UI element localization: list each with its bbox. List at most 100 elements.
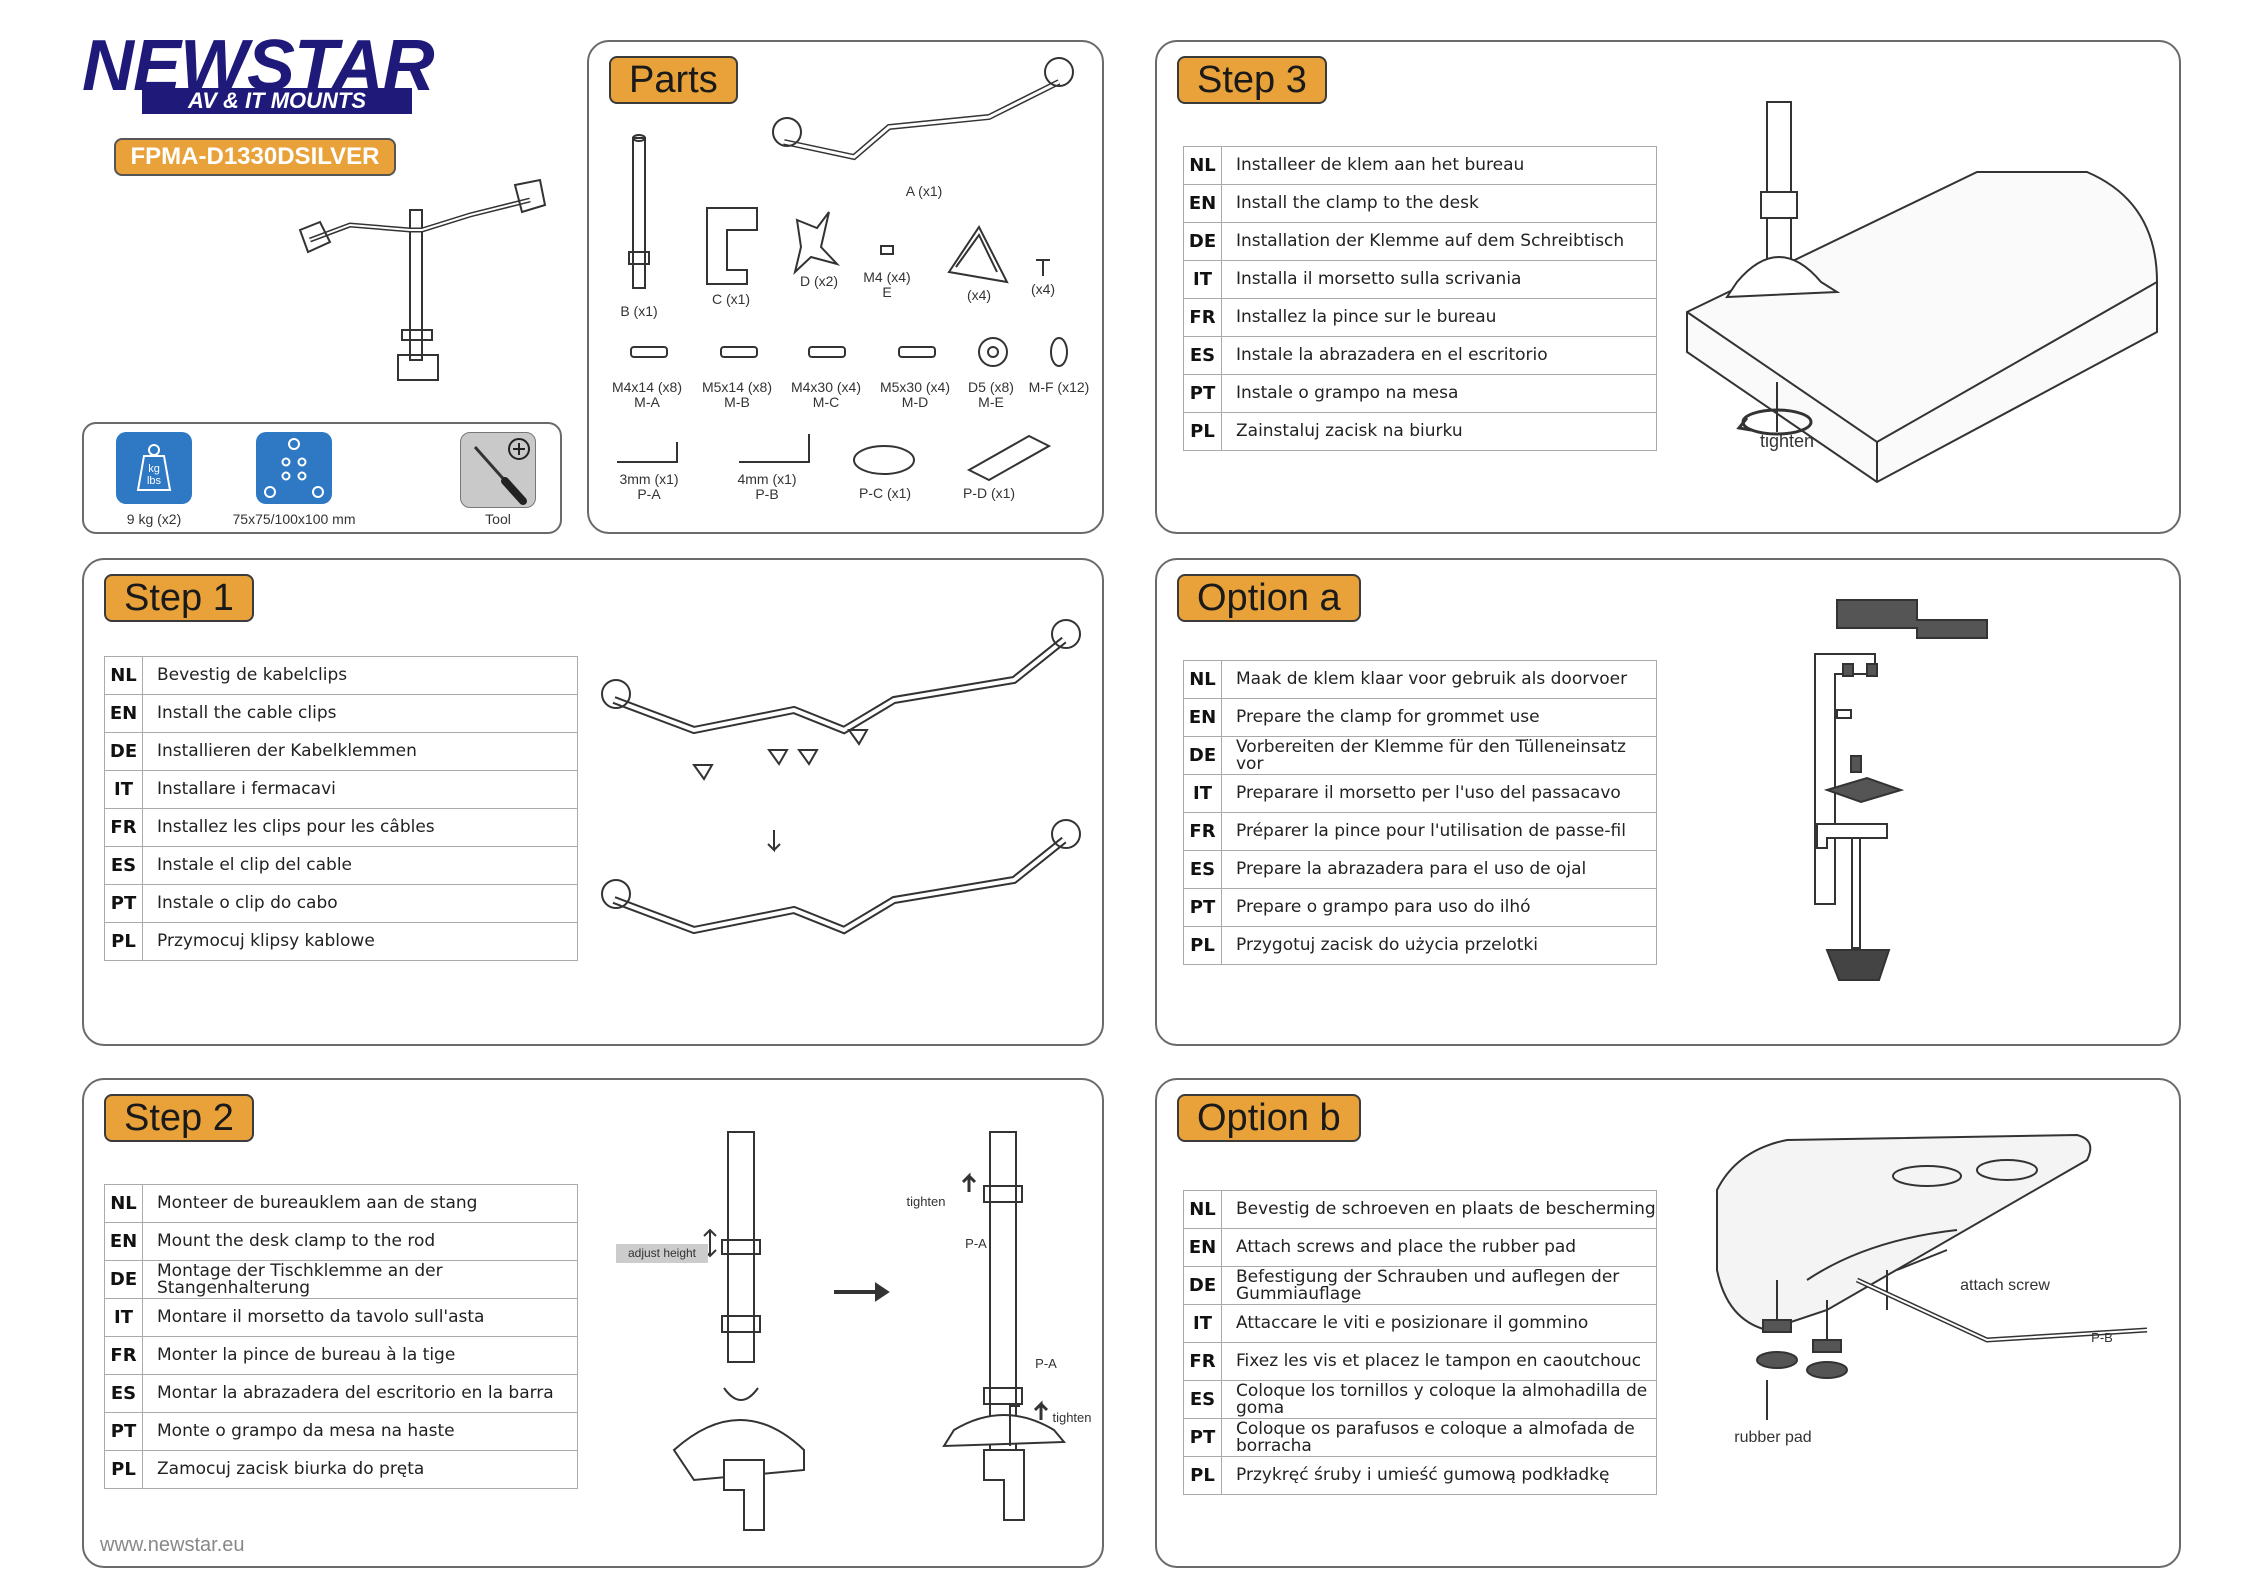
language-code: DE bbox=[1183, 1266, 1222, 1305]
language-code: IT bbox=[104, 770, 143, 809]
model-badge: FPMA-D1330DSILVER bbox=[114, 138, 396, 176]
instruction-text: Install the cable clips bbox=[142, 694, 578, 733]
language-code: PT bbox=[104, 1412, 143, 1451]
language-code: FR bbox=[1183, 298, 1222, 337]
part-pb-qty: 4mm (x1) bbox=[737, 471, 797, 487]
instruction-text: Instale el clip del cable bbox=[142, 846, 578, 885]
instruction-text: Befestigung der Schrauben und auflegen d… bbox=[1221, 1266, 1657, 1305]
instruction-text: Installieren der Kabelklemmen bbox=[142, 732, 578, 771]
part-pa-qty: 3mm (x1) bbox=[619, 471, 679, 487]
instruction-text: Mount the desk clamp to the rod bbox=[142, 1222, 578, 1261]
language-code: FR bbox=[104, 808, 143, 847]
language-code: FR bbox=[104, 1336, 143, 1375]
part-ma-label: M-A bbox=[634, 394, 660, 410]
language-code: PL bbox=[104, 1450, 143, 1489]
part-md-label: M-D bbox=[901, 394, 929, 410]
attach-screw-label: attach screw bbox=[1960, 1277, 2050, 1294]
logo-sub: AV & IT MOUNTS bbox=[142, 88, 412, 114]
instruction-text: Installeer de klem aan het bureau bbox=[1221, 146, 1657, 185]
step2-title: Step 2 bbox=[104, 1094, 254, 1142]
instruction-text: Installare i fermacavi bbox=[142, 770, 578, 809]
step3-tighten-label: tighten bbox=[1759, 431, 1815, 451]
svg-text:kg: kg bbox=[148, 463, 160, 475]
part-md-qty: M5x30 (x4) bbox=[879, 379, 951, 395]
language-code: EN bbox=[1183, 184, 1222, 223]
language-code: DE bbox=[104, 732, 143, 771]
instruction-text: Installation der Klemme auf dem Schreibt… bbox=[1221, 222, 1657, 261]
instruction-text: Zainstaluj zacisk na biurku bbox=[1221, 412, 1657, 451]
part-f-label: (x4) bbox=[966, 287, 992, 303]
option-a-illustration bbox=[1814, 599, 1988, 981]
parts-illustrations bbox=[617, 57, 1074, 482]
part-pc-label: P-C (x1) bbox=[858, 485, 912, 501]
language-code: PT bbox=[104, 884, 143, 923]
option-a-title: Option a bbox=[1177, 574, 1361, 622]
instruction-text: Montar la abrazadera del escritorio en l… bbox=[142, 1374, 578, 1413]
language-code: IT bbox=[104, 1298, 143, 1337]
step1-illustration bbox=[601, 619, 1081, 935]
language-code: ES bbox=[1183, 1380, 1222, 1419]
language-code: ES bbox=[104, 846, 143, 885]
language-code: EN bbox=[104, 1222, 143, 1261]
step2-tighten-bottom: tighten bbox=[1052, 1410, 1092, 1425]
language-code: NL bbox=[1183, 660, 1222, 699]
instruction-text: Instale o clip do cabo bbox=[142, 884, 578, 923]
part-mf-label: M-F (x12) bbox=[1028, 379, 1090, 395]
step2-pa-bottom: P-A bbox=[1035, 1356, 1057, 1371]
language-code: PL bbox=[1183, 926, 1222, 965]
language-code: FR bbox=[1183, 812, 1222, 851]
instruction-text: Attach screws and place the rubber pad bbox=[1221, 1228, 1657, 1267]
part-a-label: A (x1) bbox=[905, 183, 943, 199]
website-label: www.newstar.eu bbox=[100, 1534, 245, 1556]
parts-title: Parts bbox=[609, 56, 738, 104]
instruction-text: Attaccare le viti e posizionare il gommi… bbox=[1221, 1304, 1657, 1343]
language-code: ES bbox=[1183, 850, 1222, 889]
language-code: IT bbox=[1183, 1304, 1222, 1343]
language-code: DE bbox=[1183, 736, 1222, 775]
language-code: PT bbox=[1183, 888, 1222, 927]
language-code: ES bbox=[1183, 336, 1222, 375]
part-mb-qty: M5x14 (x8) bbox=[701, 379, 773, 395]
instruction-text: Montare il morsetto da tavolo sull'asta bbox=[142, 1298, 578, 1337]
instruction-text: Vorbereiten der Klemme für den Tüllenein… bbox=[1221, 736, 1657, 775]
language-code: PL bbox=[104, 922, 143, 961]
option-b-title: Option b bbox=[1177, 1094, 1361, 1142]
part-mb-label: M-B bbox=[724, 394, 750, 410]
logo: NEWSTAR AV & IT MOUNTS bbox=[82, 30, 435, 120]
language-code: NL bbox=[104, 656, 143, 695]
part-e-qty: M4 (x4) bbox=[863, 269, 911, 285]
language-code: DE bbox=[1183, 222, 1222, 261]
instruction-text: Install the clamp to the desk bbox=[1221, 184, 1657, 223]
adjust-height-label: adjust height bbox=[616, 1244, 708, 1263]
instruction-text: Przymocuj klipsy kablowe bbox=[142, 922, 578, 961]
instruction-text: Installa il morsetto sulla scrivania bbox=[1221, 260, 1657, 299]
step2-illustration bbox=[672, 1131, 1067, 1531]
language-code: IT bbox=[1183, 774, 1222, 813]
part-g-label: (x4) bbox=[1030, 281, 1056, 297]
